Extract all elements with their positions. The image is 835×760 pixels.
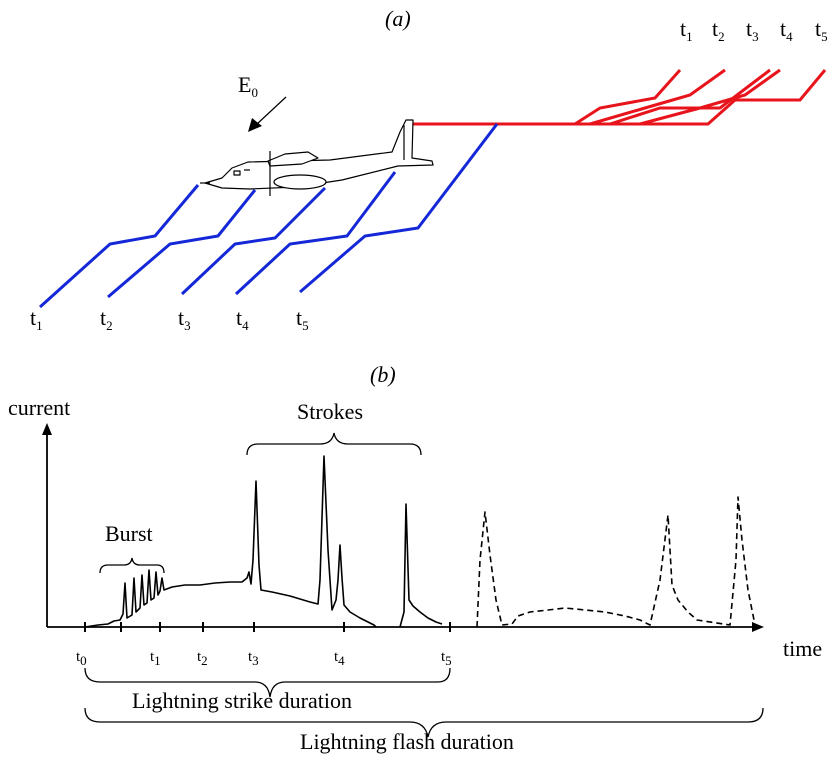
upper-time-label: t2 [712,16,725,44]
upper-time-labels: t1 t2 t3 t4 t5 [680,16,828,44]
field-label: E0 [238,72,258,100]
upper-channel [609,68,771,126]
tick-label: t3 [248,649,259,668]
panel-b-label: (b) [370,362,396,387]
axes [42,423,764,632]
tick-label: t0 [76,649,87,668]
strike-duration-label: Lightning strike duration [132,688,352,713]
lower-time-label: t2 [100,305,113,333]
current-waveform-final-stroke [399,503,443,628]
tick-label: t2 [197,649,208,668]
flash-duration-brace [84,707,764,738]
flash-duration-label: Lightning flash duration [300,729,514,754]
continuing-current-dashed [476,496,756,628]
upper-leader-channels [413,68,827,126]
time-tick-marks [84,622,451,632]
lower-time-label: t1 [30,305,43,333]
upper-channel [574,69,682,126]
strokes-label: Strokes [297,399,363,424]
lower-time-label: t4 [236,305,249,333]
upper-time-label: t4 [780,16,793,44]
lower-time-label: t5 [296,305,309,333]
burst-label: Burst [105,521,153,546]
upper-time-label: t3 [746,16,759,44]
strokes-brace [246,432,422,456]
upper-time-label: t5 [815,16,828,44]
tick-label: t1 [150,649,161,668]
lower-time-label: t3 [178,305,191,333]
aircraft-icon [200,119,434,196]
panel-a-label: (a) [385,6,411,31]
lower-channel [180,186,327,296]
lower-channel [107,189,257,299]
lower-time-labels: t1 t2 t3 t4 t5 [30,305,309,333]
lower-channel [234,171,397,296]
lower-channel [299,123,499,294]
x-axis-label: time [783,636,822,661]
upper-time-label: t1 [680,16,693,44]
tick-label: t4 [334,649,345,668]
lower-leader-channels [38,123,499,309]
field-arrow [248,96,287,132]
upper-channel [413,69,827,126]
lower-channel [38,184,200,309]
upper-channel [589,68,726,126]
time-tick-labels: t0 t1 t2 t3 t4 t5 [76,649,452,668]
upper-channel [639,68,781,126]
y-axis-label: current [8,395,70,420]
current-waveform [84,455,377,628]
strike-duration-brace [84,667,451,698]
burst-brace [99,557,165,574]
tick-label: t5 [441,649,452,668]
